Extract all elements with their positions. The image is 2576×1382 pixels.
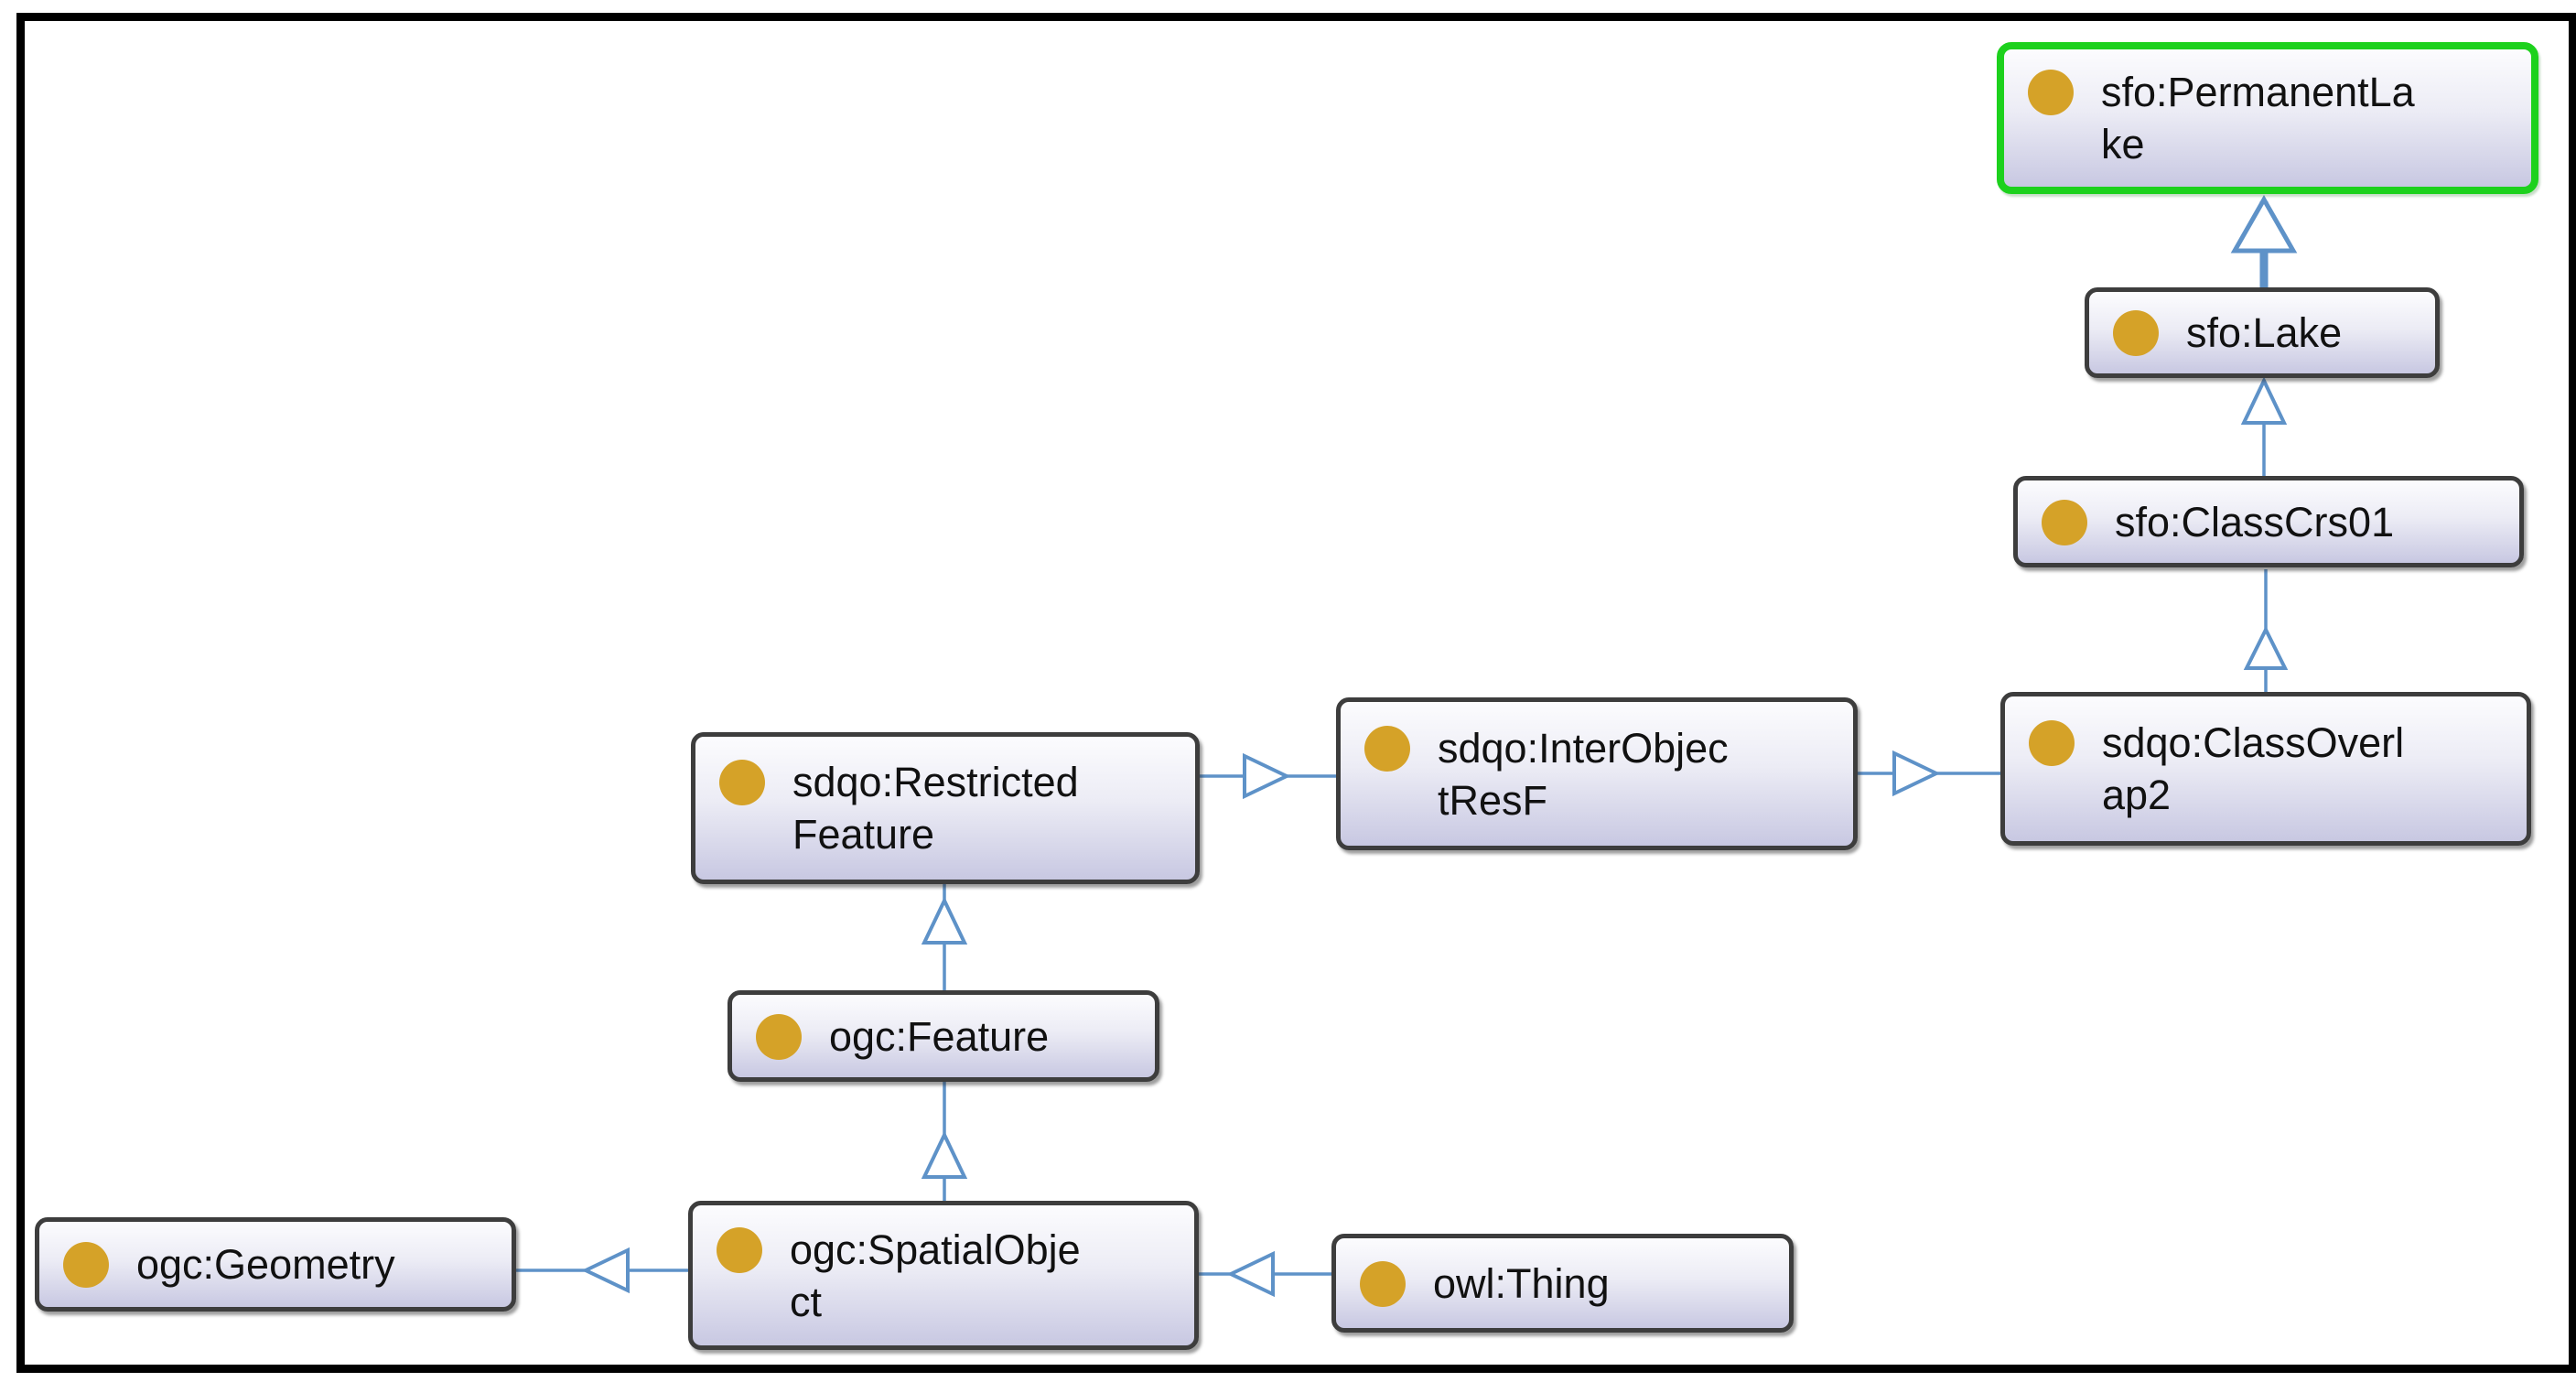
class-node-label-line: ap2	[2102, 772, 2172, 818]
class-node-label: ogc:Feature	[829, 1010, 1049, 1063]
arrowhead-up-icon	[2230, 194, 2298, 254]
class-node-ogc-geometry[interactable]: ogc:Geometry	[35, 1217, 516, 1312]
arrowhead-up-icon	[921, 896, 968, 945]
class-icon	[2028, 70, 2074, 115]
class-node-label-line: sfo:PermanentLa	[2101, 69, 2415, 115]
class-icon	[63, 1242, 109, 1288]
class-node-sdqo-classoverlap2[interactable]: sdqo:ClassOverl ap2	[2000, 692, 2531, 846]
class-node-content: ogc:Feature	[732, 1010, 1049, 1063]
class-node-label: ogc:Geometry	[136, 1238, 395, 1290]
arrowhead-right-icon	[1892, 750, 1941, 797]
class-node-label-line: Feature	[792, 811, 935, 858]
class-node-content: sfo:ClassCrs01	[2018, 496, 2394, 548]
class-node-sfo-lake[interactable]: sfo:Lake	[2085, 287, 2440, 378]
arrowhead-left-icon	[1226, 1250, 1275, 1298]
class-node-label-line: ct	[790, 1278, 823, 1325]
arrowhead-left-icon	[581, 1247, 630, 1294]
class-node-content: sdqo:ClassOverl ap2	[2005, 717, 2404, 821]
class-node-label-line: ke	[2101, 121, 2145, 167]
arrowhead-right-icon	[1243, 752, 1291, 800]
class-icon	[2042, 499, 2087, 545]
class-node-content: ogc:SpatialObje ct	[693, 1224, 1081, 1328]
class-node-label-line: sfo:ClassCrs01	[2115, 498, 2395, 545]
class-node-label-line: sfo:Lake	[2186, 309, 2343, 356]
class-node-sfo-permanentlake[interactable]: sfo:PermanentLa ke	[1997, 42, 2538, 194]
class-icon	[1364, 725, 1410, 772]
arrowhead-up-icon	[2243, 625, 2289, 670]
class-node-label-line: sdqo:Restricted	[792, 759, 1079, 805]
class-node-label-line: sdqo:InterObjec	[1438, 724, 1729, 772]
class-node-label-line: owl:Thing	[1433, 1259, 1610, 1307]
class-icon	[717, 1226, 762, 1273]
class-node-label: ogc:SpatialObje ct	[790, 1224, 1081, 1328]
class-node-label: sfo:ClassCrs01	[2115, 496, 2394, 548]
class-node-content: sfo:PermanentLa ke	[2004, 66, 2415, 170]
arrowhead-up-icon	[921, 1130, 968, 1179]
class-node-label: sfo:PermanentLa ke	[2101, 66, 2415, 170]
class-node-ogc-feature[interactable]: ogc:Feature	[728, 990, 1159, 1082]
class-node-ogc-spatialobject[interactable]: ogc:SpatialObje ct	[688, 1201, 1199, 1350]
class-node-label-line: tResF	[1438, 776, 1548, 824]
class-node-content: owl:Thing	[1336, 1258, 1610, 1310]
class-icon	[2113, 310, 2159, 356]
class-icon	[719, 760, 765, 805]
class-node-label: sfo:Lake	[2186, 307, 2342, 359]
class-icon	[2029, 720, 2075, 766]
class-node-label: sdqo:ClassOverl ap2	[2102, 717, 2404, 821]
class-node-owl-thing[interactable]: owl:Thing	[1331, 1234, 1794, 1333]
class-node-label: owl:Thing	[1433, 1258, 1610, 1310]
class-node-label-line: ogc:Geometry	[136, 1241, 395, 1288]
class-node-content: ogc:Geometry	[39, 1238, 395, 1290]
class-node-label-line: ogc:Feature	[829, 1012, 1050, 1060]
class-node-sfo-classcrs01[interactable]: sfo:ClassCrs01	[2013, 476, 2524, 567]
class-node-label-line: sdqo:ClassOverl	[2102, 719, 2405, 766]
class-icon	[1360, 1260, 1406, 1307]
class-icon	[756, 1013, 802, 1060]
class-node-label-line: ogc:SpatialObje	[790, 1225, 1081, 1273]
class-node-content: sfo:Lake	[2089, 307, 2342, 359]
diagram-frame	[16, 13, 2576, 1373]
arrowhead-up-icon	[2240, 376, 2288, 425]
